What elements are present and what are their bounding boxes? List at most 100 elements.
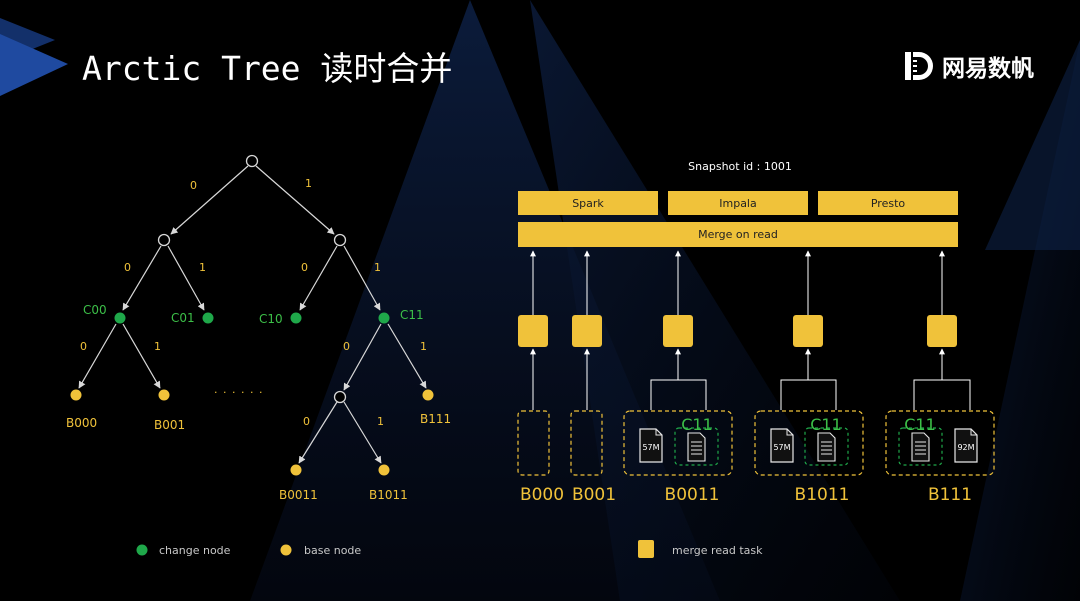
change-node: [202, 312, 214, 324]
partition-label: B111: [928, 485, 972, 505]
engine-bar: Spark Impala Presto Merge on read: [518, 191, 958, 247]
edge-label: 1: [199, 261, 206, 274]
engine-label: Spark: [572, 197, 604, 210]
data-flow-lines: [530, 250, 971, 410]
partition-label: B1011: [795, 485, 850, 505]
base-node: [290, 464, 302, 476]
engine-presto: [818, 191, 958, 215]
node-label: C10: [259, 312, 283, 326]
node-label: B111: [420, 412, 451, 426]
base-file-icon: [954, 428, 978, 463]
engine-impala: [668, 191, 808, 215]
legend-change-label: change node: [159, 544, 231, 557]
base-node: [378, 464, 390, 476]
engine-spark: [518, 191, 658, 215]
partition-box-b000: [517, 410, 550, 476]
change-label: C11: [904, 415, 936, 434]
tree-nodes: [70, 154, 434, 476]
legend-change-marker: [136, 544, 148, 556]
change-label: C11: [681, 415, 713, 434]
merge-read-tasks: [518, 315, 957, 347]
engine-label: Impala: [719, 197, 756, 210]
tree-edge: [122, 245, 162, 311]
edge-label: 0: [343, 340, 350, 353]
change-file-boxes: [674, 427, 943, 466]
root-node: [245, 154, 259, 168]
legend-base-marker: [280, 544, 292, 556]
node-label: B0011: [279, 488, 318, 502]
merge-read-task: [663, 315, 693, 347]
legend: change node base node merge read task: [136, 540, 763, 558]
partition-label: B000: [520, 485, 564, 505]
merge-read-task: [927, 315, 957, 347]
light-beam: [985, 40, 1080, 250]
change-node: [378, 312, 390, 324]
logo-mark-icon: [905, 52, 933, 80]
tree-edge: [343, 245, 381, 311]
node-labels: C00 C01 C10 C11 B000 B001 B111 B0011 B10…: [66, 303, 451, 502]
tree-edge: [255, 165, 335, 235]
base-file-icon: [639, 428, 663, 463]
inner-node: [333, 390, 347, 404]
legend-task-label: merge read task: [672, 544, 763, 557]
change-file-icon: [911, 432, 930, 462]
edge-label: 1: [305, 177, 312, 190]
edge-label: 0: [124, 261, 131, 274]
partition-label: B0011: [665, 485, 720, 505]
file-labels: 57M 57M 92M C11 C11 C11: [642, 415, 974, 452]
change-file-icon: [687, 432, 706, 462]
edge-label: 0: [190, 179, 197, 192]
partition-box-b1011: [754, 410, 864, 476]
partition-box-b111: [885, 410, 995, 476]
tree-edge: [343, 323, 382, 391]
partition-box-b0011: [623, 410, 733, 476]
change-box: [898, 427, 943, 466]
edge-label: 0: [80, 340, 87, 353]
edge-label: 0: [301, 261, 308, 274]
partition-boxes: [517, 410, 995, 476]
file-icons: [639, 428, 978, 463]
file-size: 92M: [957, 443, 974, 452]
node-label: C01: [171, 311, 195, 325]
edge-labels: 0 1 0 1 0 1 0 1 0 1 0 1: [80, 177, 427, 428]
node-label: B1011: [369, 488, 408, 502]
partition-label: B001: [572, 485, 616, 505]
edge-label: 1: [420, 340, 427, 353]
merge-read-task: [572, 315, 602, 347]
snapshot-id: Snapshot id : 1001: [688, 160, 792, 173]
edge-label: 1: [154, 340, 161, 353]
tree-edge: [122, 323, 161, 389]
inner-node: [157, 233, 171, 247]
change-node: [114, 312, 126, 324]
tree-edge: [298, 401, 338, 464]
tree-edge: [299, 245, 338, 311]
tree-edge: [170, 165, 249, 235]
base-node: [158, 389, 170, 401]
partition-labels: B000 B001 B0011 B1011 B111: [520, 485, 972, 505]
legend-task-marker: [638, 540, 654, 558]
page-title: Arctic Tree 读时合并: [82, 49, 452, 88]
base-file-icon: [770, 428, 794, 463]
tree-ellipsis: · · · · · ·: [214, 386, 263, 399]
merge-on-read-bar: [518, 222, 958, 247]
node-label: C00: [83, 303, 107, 317]
inner-node: [333, 233, 347, 247]
tree-edge: [167, 245, 205, 311]
merge-read-task: [518, 315, 548, 347]
change-node: [290, 312, 302, 324]
edge-label: 1: [374, 261, 381, 274]
change-file-icon: [817, 432, 836, 462]
merge-on-read-label: Merge on read: [698, 228, 778, 241]
bracket-connector: [780, 379, 837, 410]
change-box: [674, 427, 719, 466]
engine-label: Presto: [871, 197, 906, 210]
change-label: C11: [810, 415, 842, 434]
base-node: [422, 389, 434, 401]
edge-label: 1: [377, 415, 384, 428]
logo: 网易数帆: [905, 52, 1034, 82]
file-size: 57M: [773, 443, 790, 452]
tree-edge: [78, 323, 117, 389]
